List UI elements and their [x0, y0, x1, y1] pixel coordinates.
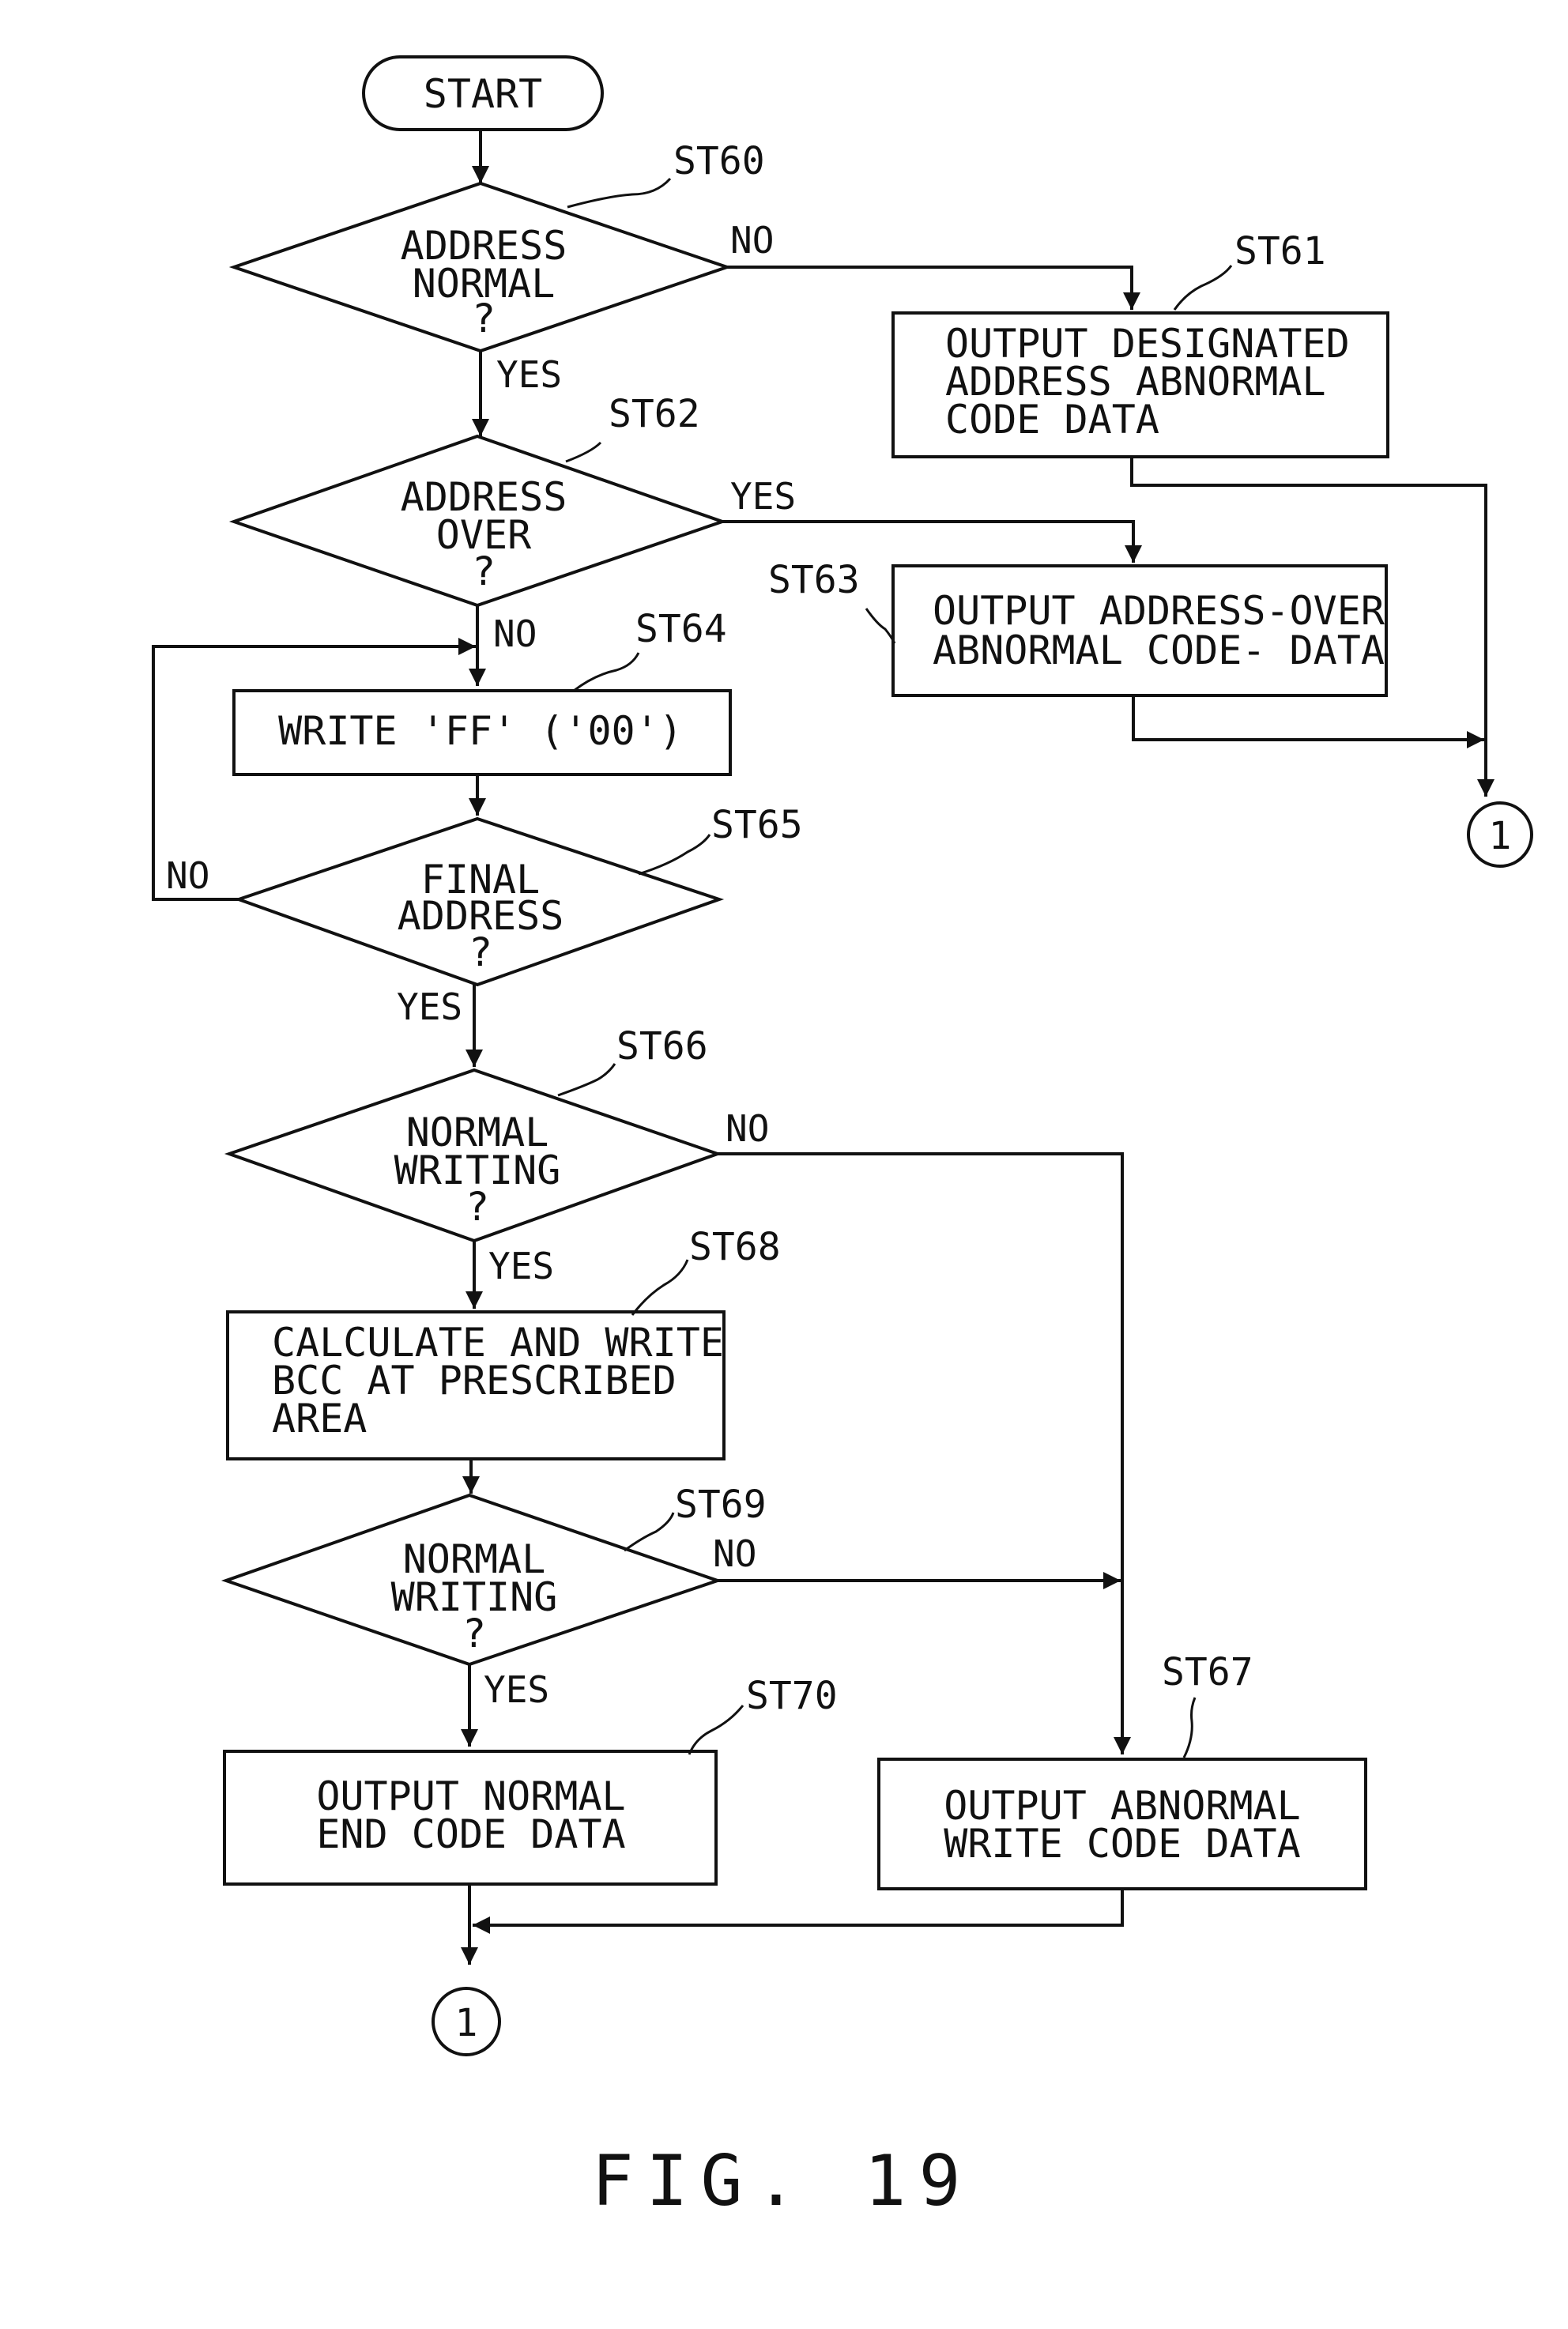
st65-line-1: FINAL	[421, 857, 541, 903]
st67-leader	[1182, 1697, 1197, 1758]
connector-right-label: 1	[1489, 814, 1512, 858]
flow-st62-yes-to-st63	[722, 520, 1142, 563]
st61-box	[891, 311, 1389, 458]
st64-leader	[573, 652, 640, 692]
st62-decision	[228, 434, 728, 608]
st68-leader	[631, 1259, 689, 1316]
st67-line-1: OUTPUT ABNORMAL	[944, 1783, 1301, 1829]
st64-id: ST64	[635, 607, 727, 651]
st68-line-2: BCC AT PRESCRIBED	[272, 1358, 677, 1404]
st66-no-label: NO	[726, 1107, 769, 1150]
st66-line-2: WRITING	[394, 1148, 561, 1193]
st65-yes-label: YES	[397, 985, 462, 1028]
st69-id: ST69	[675, 1483, 767, 1527]
st68-line-3: AREA	[272, 1396, 367, 1441]
st69-line-2: WRITING	[391, 1574, 558, 1620]
st69-leader	[624, 1512, 675, 1552]
st66-id: ST66	[616, 1024, 708, 1068]
st66-decision	[224, 1068, 723, 1243]
st61-line-3: CODE DATA	[945, 397, 1159, 443]
connector-bottom	[432, 1987, 501, 2056]
st61-leader	[1173, 265, 1233, 311]
st62-no-label: NO	[493, 612, 537, 655]
st61-line-1: OUTPUT DESIGNATED	[945, 321, 1350, 367]
st69-decision	[220, 1493, 723, 1667]
st68-box	[226, 1310, 726, 1460]
st60-leader	[567, 177, 672, 209]
start-label: START	[424, 71, 543, 117]
st62-line-2: OVER	[436, 512, 532, 558]
st65-decision	[233, 816, 725, 987]
st65-line-2: ADDRESS	[398, 893, 564, 939]
st63-id: ST63	[768, 558, 860, 602]
connector-bottom-label: 1	[455, 2001, 478, 2045]
flow-st66-no-to-st67	[718, 1152, 1131, 1754]
st65-no-label: NO	[166, 854, 209, 897]
st69-yes-label: YES	[484, 1668, 549, 1711]
st64-box	[232, 689, 732, 776]
st70-leader	[688, 1705, 744, 1755]
st62-yes-label: YES	[730, 475, 796, 518]
st62-id: ST62	[609, 392, 700, 436]
st60-line-1: ADDRESS	[401, 223, 567, 269]
st63-line-2: ABNORMAL CODE- DATA	[933, 627, 1385, 673]
flow-st63-to-connector-line	[1132, 694, 1484, 748]
st60-yes-label: YES	[496, 353, 562, 396]
st61-line-2: ADDRESS ABNORMAL	[945, 359, 1326, 405]
st64-line-1: WRITE 'FF' ('00')	[278, 708, 683, 754]
st65-id: ST65	[711, 803, 803, 847]
st66-line-1: NORMAL	[406, 1110, 549, 1155]
st62-line-3: ?	[472, 548, 496, 594]
flow-st61-to-connector	[1130, 455, 1494, 797]
st67-line-2: WRITE CODE DATA	[944, 1821, 1301, 1867]
st61-id: ST61	[1234, 229, 1326, 273]
st66-leader	[557, 1063, 616, 1097]
st68-line-1: CALCULATE AND WRITE	[272, 1320, 724, 1366]
st66-line-3: ?	[466, 1184, 489, 1230]
st63-leader	[865, 608, 896, 644]
st69-line-3: ?	[462, 1611, 486, 1656]
st60-id: ST60	[673, 139, 765, 183]
st69-line-1: NORMAL	[403, 1536, 546, 1582]
figure-caption: FIG. 19	[592, 2140, 974, 2222]
flow-st65-no-loop	[152, 638, 476, 901]
st60-decision	[228, 181, 733, 353]
flow-st60-no-to-st61	[727, 266, 1140, 310]
st63-box	[891, 564, 1388, 697]
st67-id: ST67	[1162, 1650, 1253, 1694]
st60-line-3: ?	[472, 296, 496, 341]
st70-line-2: END CODE DATA	[316, 1811, 625, 1857]
st67-box	[877, 1758, 1367, 1890]
st70-box	[223, 1750, 718, 1886]
flow-st67-to-merge	[473, 1887, 1124, 1934]
st65-line-3: ?	[469, 929, 492, 975]
st63-line-1: OUTPUT ADDRESS-OVER	[933, 588, 1385, 634]
st68-id: ST68	[689, 1225, 781, 1269]
st60-no-label: NO	[730, 219, 774, 262]
st62-leader	[565, 441, 602, 463]
st65-leader	[638, 834, 711, 876]
st70-id: ST70	[746, 1674, 838, 1718]
st70-line-1: OUTPUT NORMAL	[316, 1773, 625, 1819]
start-terminal	[362, 55, 604, 131]
st69-no-label: NO	[713, 1532, 756, 1575]
st62-line-1: ADDRESS	[401, 474, 567, 520]
st66-yes-label: YES	[488, 1245, 554, 1287]
connector-right	[1467, 801, 1533, 868]
st60-line-2: NORMAL	[413, 261, 556, 307]
